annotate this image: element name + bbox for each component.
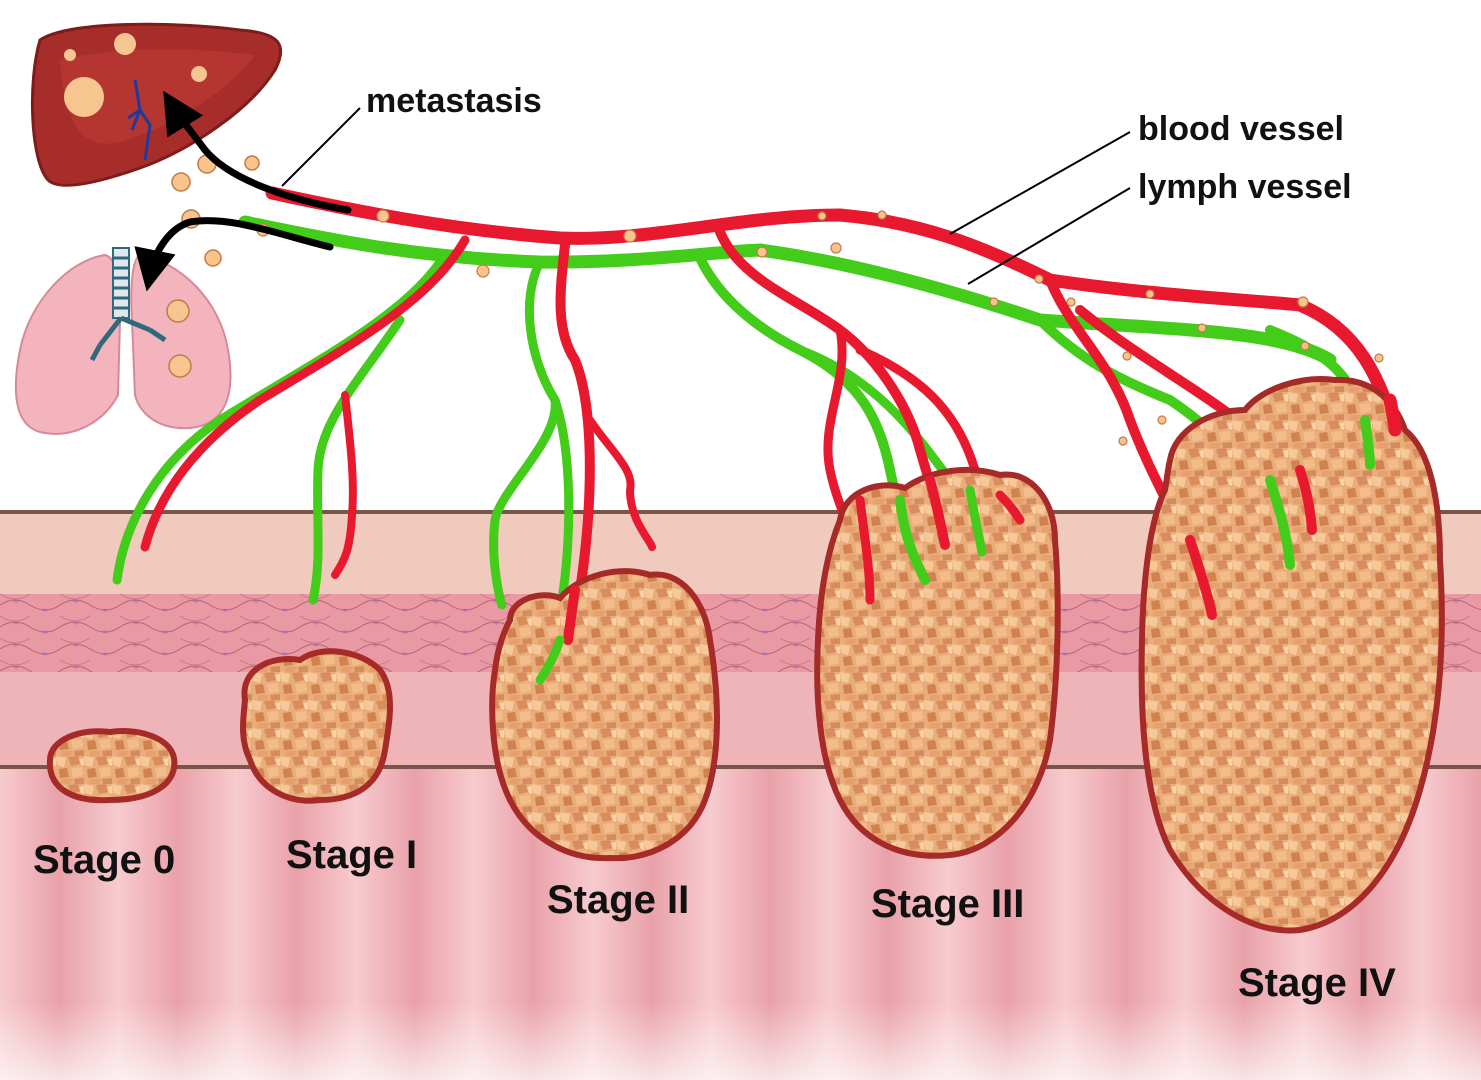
tumor-stage-0 [46,728,178,804]
stage-2-label: Stage II [547,878,690,922]
tumor-stage-2 [489,568,720,862]
blood-vessel-label: blood vessel [1138,110,1344,148]
lymph-vessel-label: lymph vessel [1138,168,1352,206]
circulating-tumor-cells [171,154,260,267]
stage-4-label: Stage IV [1238,961,1396,1005]
stage-3-label: Stage III [871,882,1025,926]
tumor-stage-3 [814,466,1061,859]
stage-1-label: Stage I [286,833,418,877]
vessel-tips [535,393,1402,685]
metastasis-label: metastasis [366,82,542,120]
stage-0-label: Stage 0 [33,838,176,882]
lymph-vessel-network [112,215,1376,685]
tumors [46,376,1445,934]
liver-icon [30,22,283,187]
callout-lines [281,107,1131,285]
metastasis-arrow-icon [134,90,352,292]
tumor-stage-1 [240,648,393,804]
tumor-stage-4 [1138,376,1445,934]
lungs-icon [14,247,232,435]
